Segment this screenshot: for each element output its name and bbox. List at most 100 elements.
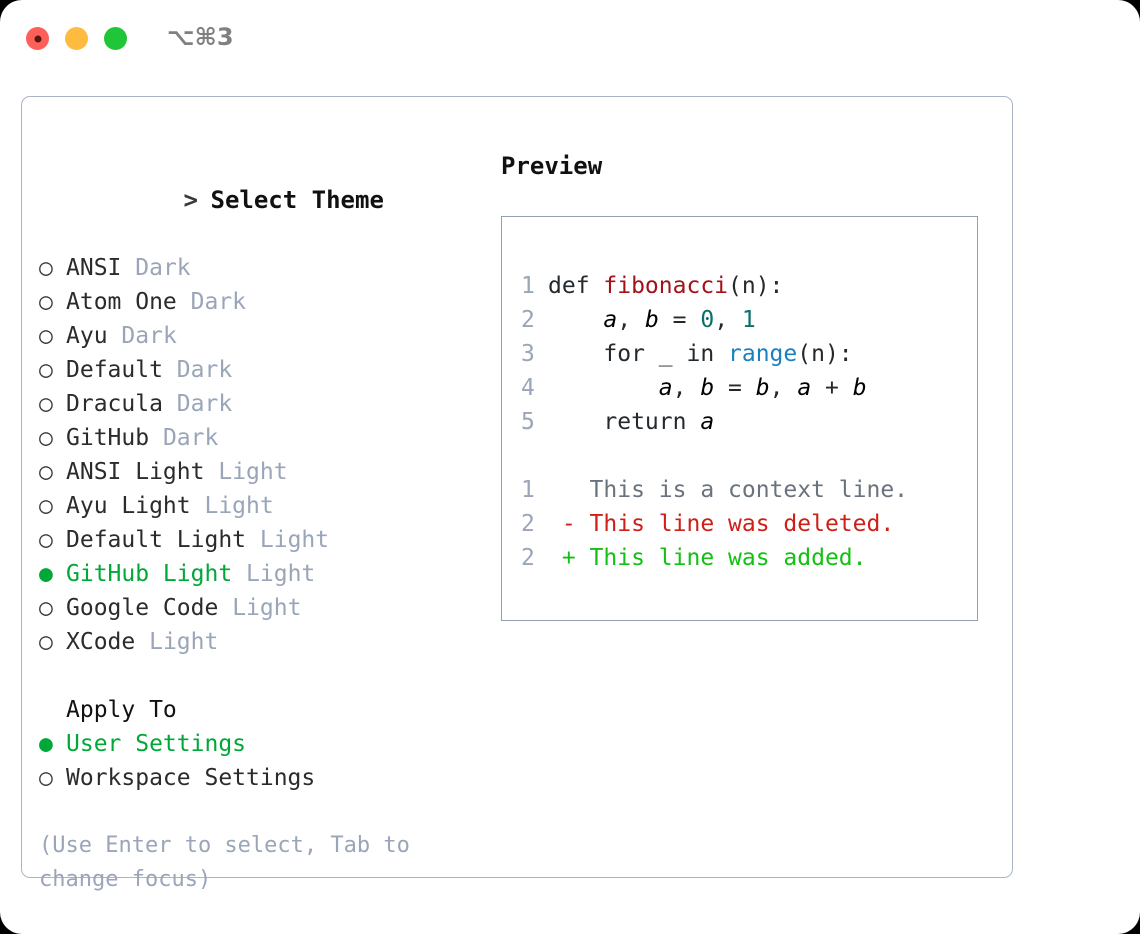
line-number: 2 [521, 307, 535, 333]
code-line-text: a, b = 0, 1 [603, 307, 756, 333]
code-line-text: return a [548, 409, 715, 435]
diff-line-text: This is a context line. [589, 477, 909, 503]
diff-marker: + [548, 545, 590, 571]
theme-option-dracula[interactable]: ○ Dracula Dark [39, 387, 479, 421]
theme-option-xcode[interactable]: ○ XCode Light [39, 625, 479, 659]
theme-option-atom-one[interactable]: ○ Atom One Dark [39, 285, 479, 319]
theme-option-label: GitHub Light [66, 561, 233, 587]
keyboard-shortcut-label: ⌥⌘3 [167, 23, 234, 51]
theme-option-label: XCode [66, 629, 136, 655]
radio-selected-icon: ● [39, 561, 53, 587]
theme-option-label: Default Light [66, 527, 247, 553]
apply-to-header: Apply To [66, 697, 177, 723]
theme-option-default[interactable]: ○ Default Dark [39, 353, 479, 387]
diff-line-deleted: 2 - This line was deleted. [521, 507, 908, 541]
apply-to-option-list: ● User Settings ○Workspace Settings [39, 727, 479, 795]
code-line: 3 for _ in range(n): [521, 337, 908, 371]
diff-line-text: This line was deleted. [589, 511, 895, 537]
theme-variant-badge: Light [259, 527, 330, 553]
code-line: 1 def fibonacci(n): [521, 269, 908, 303]
radio-unselected-icon: ○ [39, 629, 53, 655]
radio-unselected-icon: ○ [39, 595, 53, 621]
radio-unselected-icon: ○ [39, 527, 53, 553]
code-line: 2 a, b = 0, 1 [521, 303, 908, 337]
radio-selected-icon: ● [39, 731, 53, 757]
select-theme-label: Select Theme [210, 186, 384, 214]
code-diff-spacer [521, 439, 908, 473]
radio-unselected-icon: ○ [39, 425, 53, 451]
apply-to-option-user-settings[interactable]: ● User Settings [39, 727, 479, 761]
maximize-window-button[interactable] [104, 27, 127, 50]
theme-option-ansi[interactable]: ○ ANSI Dark [39, 251, 479, 285]
minimize-window-button[interactable] [65, 27, 88, 50]
theme-variant-badge: Dark [190, 289, 247, 315]
line-number: 2 [521, 511, 535, 537]
diff-line-added: 2 + This line was added. [521, 541, 908, 575]
radio-unselected-icon: ○ [39, 493, 53, 519]
radio-unselected-icon: ○ [39, 459, 53, 485]
line-number: 2 [521, 545, 535, 571]
theme-variant-badge: Light [149, 629, 219, 655]
diff-marker: - [548, 511, 590, 537]
diff-line-text: This line was added. [589, 545, 867, 571]
theme-variant-badge: Light [218, 459, 288, 485]
theme-variant-badge: Dark [176, 391, 233, 417]
theme-option-label: Default [66, 357, 163, 383]
theme-option-label: Ayu [66, 323, 108, 349]
code-line-text: for _ in range(n): [548, 341, 853, 367]
line-number: 5 [521, 409, 535, 435]
theme-option-label: Ayu Light [66, 493, 191, 519]
keyboard-hint-text: (Use Enter to select, Tab to change focu… [39, 833, 410, 892]
title-bar: ⌥⌘3 [0, 0, 1140, 76]
line-number: 4 [521, 375, 535, 401]
theme-option-default-light[interactable]: ○ Default Light Light [39, 523, 479, 557]
diff-line-context: 1 This is a context line. [521, 473, 908, 507]
theme-variant-badge: Light [246, 561, 316, 587]
radio-unselected-icon: ○ [39, 289, 53, 315]
line-number: 1 [521, 273, 535, 299]
apply-to-option-workspace-settings[interactable]: ○Workspace Settings [39, 761, 479, 795]
theme-variant-badge: Dark [176, 357, 233, 383]
theme-option-label: Dracula [66, 391, 163, 417]
radio-unselected-icon: ○ [39, 391, 53, 417]
code-line-text: a, b = b, a + b [658, 375, 867, 401]
line-number: 3 [521, 341, 535, 367]
code-line: 5 return a [521, 405, 908, 439]
apply-to-option-label: User Settings [66, 731, 247, 757]
code-line-text: def fibonacci(n): [548, 273, 784, 299]
theme-variant-badge: Light [232, 595, 302, 621]
radio-unselected-icon: ○ [39, 255, 53, 281]
theme-option-label: ANSI [66, 255, 122, 281]
theme-option-label: ANSI Light [66, 459, 205, 485]
theme-option-ayu[interactable]: ○ Ayu Dark [39, 319, 479, 353]
theme-option-label: Google Code [66, 595, 219, 621]
preview-title: Preview [501, 152, 603, 180]
diff-marker [548, 477, 590, 503]
theme-variant-badge: Light [204, 493, 274, 519]
code-line: 4 a, b = b, a + b [521, 371, 908, 405]
theme-option-ansi-light[interactable]: ○ ANSI Light Light [39, 455, 479, 489]
theme-variant-badge: Dark [121, 323, 177, 349]
radio-unselected-icon: ○ [39, 357, 53, 383]
theme-option-github-light[interactable]: ● GitHub Light Light [39, 557, 479, 591]
close-window-button[interactable] [26, 27, 49, 50]
radio-unselected-icon: ○ [39, 765, 53, 791]
traffic-light-controls [26, 27, 127, 50]
theme-option-github[interactable]: ○GitHub Dark [39, 421, 479, 455]
theme-selector-column: > Select Theme ○ ANSI Dark ○ Atom One Dark ○ A… [39, 149, 479, 897]
select-theme-header: > Select Theme [39, 149, 479, 251]
prompt-caret-icon: > [183, 186, 198, 214]
main-panel: > Select Theme ○ ANSI Dark ○ Atom One Dark ○ A… [21, 96, 1013, 892]
line-number: 1 [521, 477, 535, 503]
theme-option-ayu-light[interactable]: ○ Ayu Light Light [39, 489, 479, 523]
radio-unselected-icon: ○ [39, 323, 53, 349]
theme-option-google-code[interactable]: ○ Google Code Light [39, 591, 479, 625]
theme-variant-badge: Dark [135, 255, 191, 281]
theme-variant-badge: Dark [162, 425, 219, 451]
theme-option-list: ○ ANSI Dark ○ Atom One Dark ○ Ayu Dark ○ Defaul… [39, 251, 479, 659]
theme-option-label: Atom One [66, 289, 177, 315]
